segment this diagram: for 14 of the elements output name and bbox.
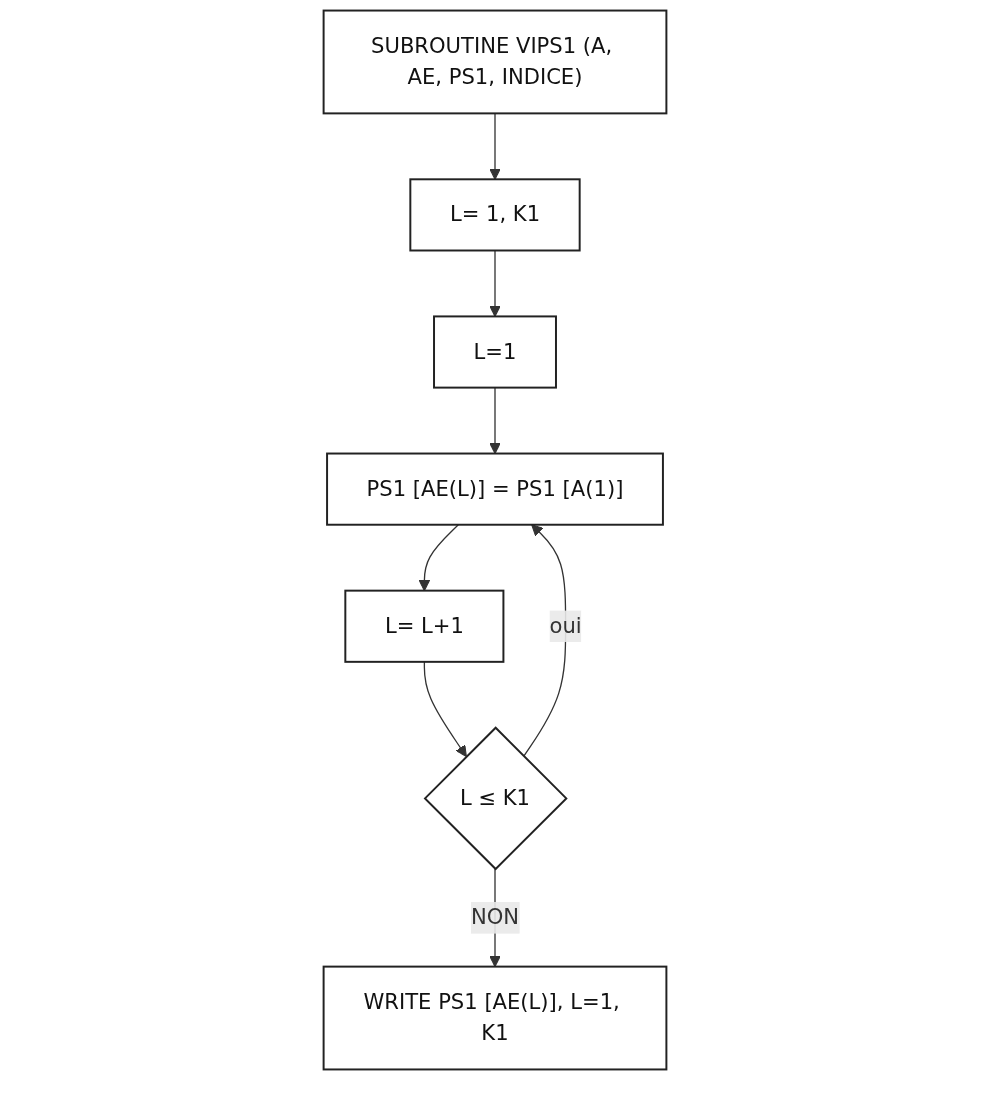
node-box: L=1 xyxy=(433,315,557,389)
node-box: L= L+1 xyxy=(344,589,505,663)
arrow xyxy=(423,661,467,757)
node-box: PS1 [AE(L)] = PS1 [A(1)] xyxy=(326,452,664,526)
arrow xyxy=(489,112,501,180)
node-diamond: L ≤ K1 xyxy=(423,726,568,871)
arrow xyxy=(489,386,501,455)
edge-label: NON xyxy=(470,904,520,930)
node-box: WRITE PS1 [AE(L)], L=1, K1 xyxy=(322,965,668,1071)
edge-label: oui xyxy=(549,613,582,639)
arrow xyxy=(489,249,501,317)
arrow xyxy=(418,524,459,592)
node-box: SUBROUTINE VIPS1 (A, AE, PS1, INDICE) xyxy=(322,9,668,115)
node-box: L= 1, K1 xyxy=(409,178,581,252)
